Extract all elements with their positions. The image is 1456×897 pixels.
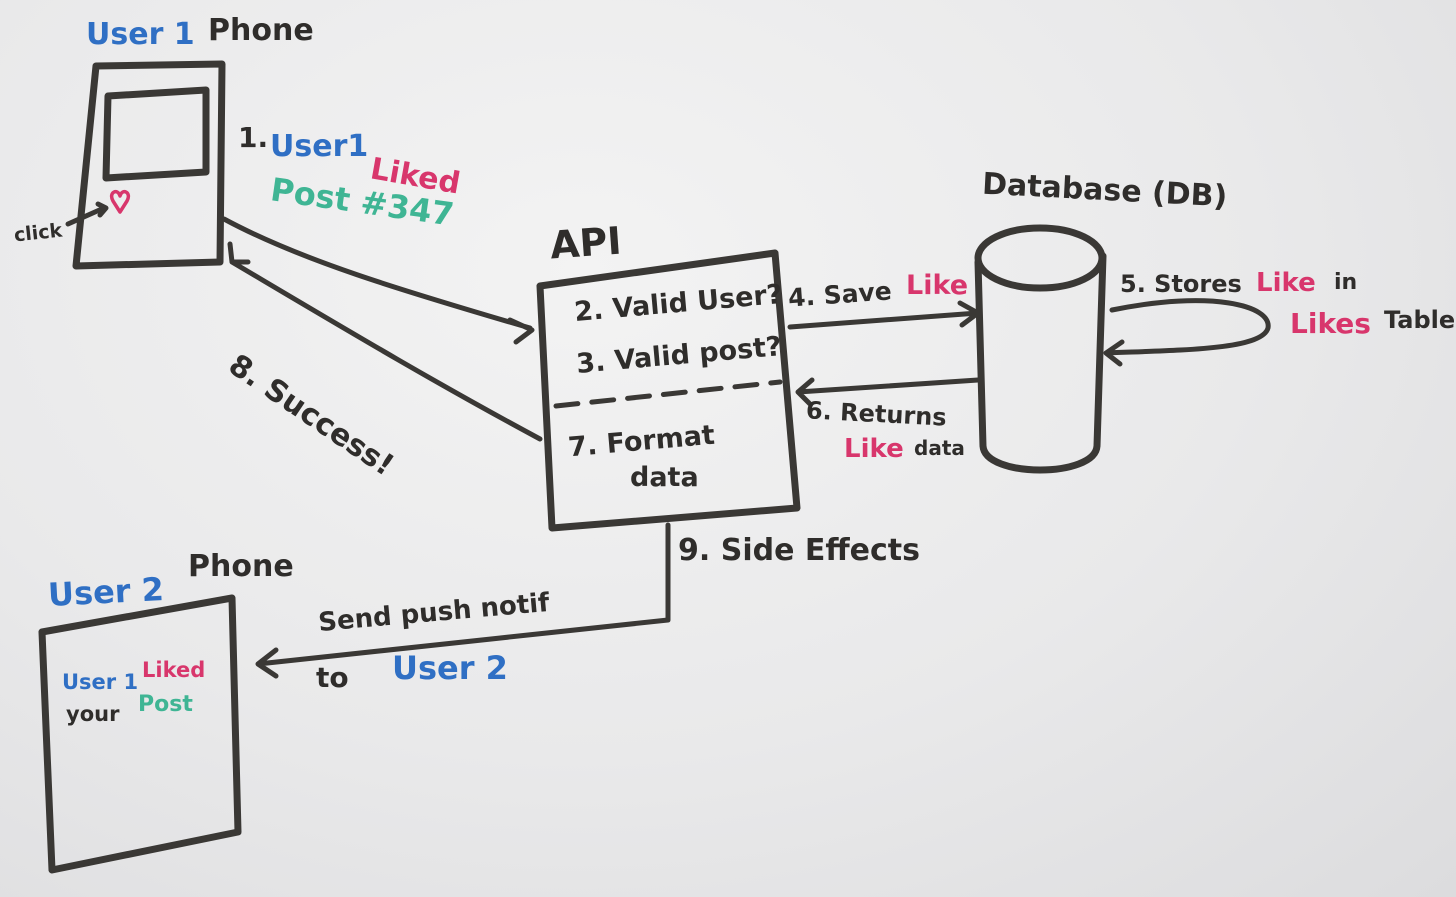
arrow-store-loop <box>1103 298 1271 367</box>
notif-post: Post <box>138 692 193 717</box>
step4-like: Like <box>906 270 969 301</box>
click-label: click <box>12 219 64 247</box>
user1-label: User 1 <box>86 17 195 52</box>
step1-number: 1. <box>238 121 269 154</box>
arrow-side-effects <box>255 522 671 679</box>
arrow-success <box>227 241 543 442</box>
api-title: API <box>548 218 623 268</box>
user2-phone-outline <box>38 594 242 874</box>
push-user: User 2 <box>392 649 508 687</box>
database-body <box>974 252 1107 474</box>
user1-phone-screen <box>102 86 210 182</box>
step5-in: in <box>1334 270 1358 295</box>
user1-phone-title: Phone <box>208 13 314 48</box>
step1-user: User1 <box>270 129 369 164</box>
api-divider <box>553 379 783 409</box>
step6-label: 6. Returns <box>805 396 948 432</box>
step5-likes: Likes <box>1290 307 1371 340</box>
arrow-return <box>795 377 981 407</box>
user2-phone-title: Phone <box>188 549 294 584</box>
step5-label: 5. Stores <box>1120 270 1242 298</box>
database-top <box>974 224 1106 292</box>
api-box <box>536 249 801 532</box>
user2-label: User 2 <box>47 569 165 615</box>
step4-label: 4. Save <box>787 276 893 313</box>
step5-like: Like <box>1256 268 1316 298</box>
api-step7-data: data <box>630 462 699 493</box>
notif-your: your <box>66 702 120 726</box>
push-to: to <box>316 661 349 694</box>
user1-phone-outline <box>72 60 226 270</box>
step9-label: 9. Side Effects <box>678 533 920 568</box>
heart-icon <box>109 189 131 214</box>
step6-like: Like <box>844 434 904 464</box>
step5-table: Table <box>1384 306 1456 334</box>
notif-user: User 1 <box>62 670 139 694</box>
notif-verb: Liked <box>142 658 206 682</box>
click-arrow <box>65 201 109 227</box>
arrow-request <box>221 216 535 345</box>
step6-data: data <box>914 436 965 460</box>
